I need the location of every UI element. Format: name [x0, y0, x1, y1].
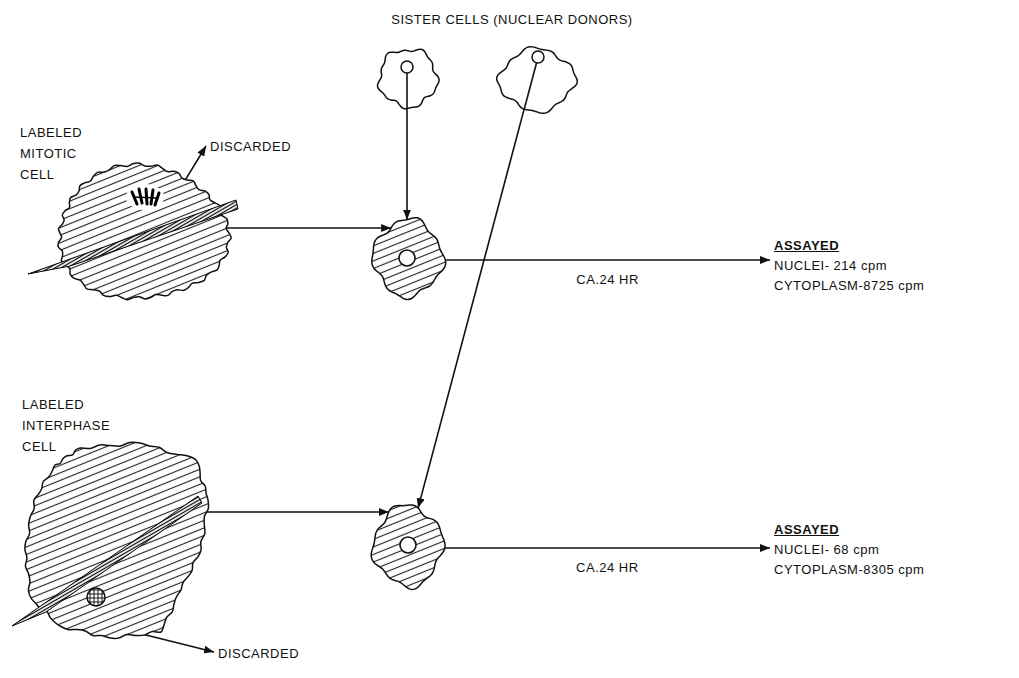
fate-label: DISCARDED [210, 137, 291, 157]
result-heading: ASSAYED [774, 520, 924, 540]
donor-cell [374, 44, 442, 112]
transfer-path [406, 73, 408, 108]
microneedle-knife [28, 200, 238, 274]
edge-label: CA.24 HR [573, 560, 642, 576]
donor-nucleus [532, 51, 544, 63]
transfer-arrow [406, 109, 408, 220]
cell-membrane [497, 47, 578, 114]
mitotic-cell: LABELED MITOTIC CELL [50, 160, 234, 306]
transfer-arrow [445, 547, 770, 549]
chromosome [134, 197, 158, 198]
chromosomes [132, 189, 159, 205]
cell-outline [374, 44, 442, 112]
transfer-arrow [226, 227, 391, 229]
chromosome [139, 189, 142, 203]
donor-cell [494, 44, 580, 116]
result-heading: ASSAYED [774, 236, 924, 256]
cell-outline [20, 440, 212, 642]
edge-label: CA.24 HR [573, 272, 642, 288]
chromosome [132, 192, 137, 204]
transfer-arrow [186, 146, 206, 179]
transfer-arrow [418, 109, 524, 508]
transfer-arrow [145, 635, 214, 652]
transfer-arrow [207, 511, 389, 513]
cell-outline [368, 500, 448, 592]
edge-label-holder: CA.24 HR [573, 560, 642, 576]
cell-outline [494, 44, 580, 116]
cell-membrane [25, 442, 209, 638]
chromosome [146, 189, 147, 204]
discard-note: DISCARDED [210, 137, 291, 157]
transfer-arrow [445, 259, 770, 261]
fate-label: DISCARDED [218, 644, 299, 664]
cell-label: LABELED INTERPHASE CELL [22, 394, 116, 457]
donor-nucleus [401, 61, 413, 73]
chromosome-ground [126, 184, 164, 210]
recipient-cell [368, 214, 448, 302]
chromosome [151, 190, 153, 204]
cell-outline [368, 214, 448, 302]
transfer-path [524, 63, 537, 110]
result-line: CYTOPLASM-8305 cpm [774, 560, 924, 580]
result-line: NUCLEI- 68 cpm [774, 540, 924, 560]
interphase-nucleus [87, 588, 105, 606]
cell-membrane [372, 218, 446, 300]
recipient-cell [368, 500, 448, 592]
transplanted-nucleus [399, 250, 415, 266]
result-line: CYTOPLASM-8725 cpm [774, 276, 924, 296]
discard-note: DISCARDED [218, 644, 299, 664]
interphase-cell: LABELED INTERPHASE CELL [20, 440, 212, 642]
cell-outline [50, 160, 234, 306]
cell-label: LABELED MITOTIC CELL [20, 122, 90, 185]
group-heading: SISTER CELLS (NUCLEAR DONORS) [391, 12, 632, 28]
cell-membrane [371, 505, 445, 590]
assay-result: ASSAYEDNUCLEI- 214 cpmCYTOPLASM-8725 cpm [774, 236, 924, 296]
chromosome [155, 193, 159, 205]
microneedle-knife [12, 496, 202, 626]
cell-membrane [377, 49, 439, 109]
result-line: NUCLEI- 214 cpm [774, 256, 924, 276]
transplanted-nucleus [400, 537, 416, 553]
edge-label-holder: CA.24 HR [573, 272, 642, 288]
cell-membrane [58, 163, 231, 300]
label-holder: SISTER CELLS (NUCLEAR DONORS) [391, 12, 632, 28]
assay-result: ASSAYEDNUCLEI- 68 cpmCYTOPLASM-8305 cpm [774, 520, 924, 580]
